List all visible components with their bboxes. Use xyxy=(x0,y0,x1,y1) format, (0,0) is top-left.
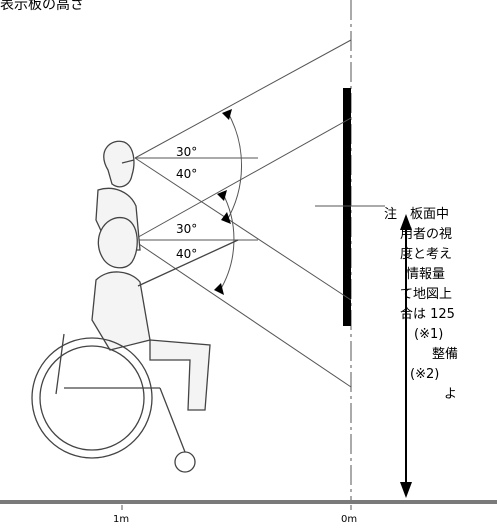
wheelchair-user-icon xyxy=(31,217,239,473)
note-block: 注 板面中 用者の視 度と考え 情報量 て地図上 合は 125 (※1) 整備 … xyxy=(384,205,497,405)
note-line: 整備 xyxy=(432,347,459,362)
seated-lower-angle: 40° xyxy=(176,247,197,261)
note-line: よ xyxy=(444,387,458,402)
note-line: 情報量 xyxy=(406,267,446,282)
note-line: (※2) xyxy=(410,367,440,382)
height-arrow xyxy=(400,214,412,498)
note-line: て地図上 xyxy=(400,287,453,302)
standing-sightlines xyxy=(134,39,352,301)
note-line: (※1) xyxy=(414,327,444,342)
standing-lower-angle: 40° xyxy=(176,167,197,181)
seated-upper-angle: 30° xyxy=(176,222,197,236)
note-line: 度と考え xyxy=(400,247,453,262)
label-0m: 0m xyxy=(341,514,357,524)
note-line: 注 板面中 xyxy=(384,207,450,222)
standing-upper-angle: 30° xyxy=(176,145,197,159)
sign-board xyxy=(343,88,351,326)
note-line: 用者の視 xyxy=(400,227,453,242)
ground-line xyxy=(0,500,497,504)
label-1m: 1m xyxy=(113,514,129,524)
diagram-title: 表示板の高さ xyxy=(0,0,84,13)
note-line: 合は 125 xyxy=(400,307,455,322)
